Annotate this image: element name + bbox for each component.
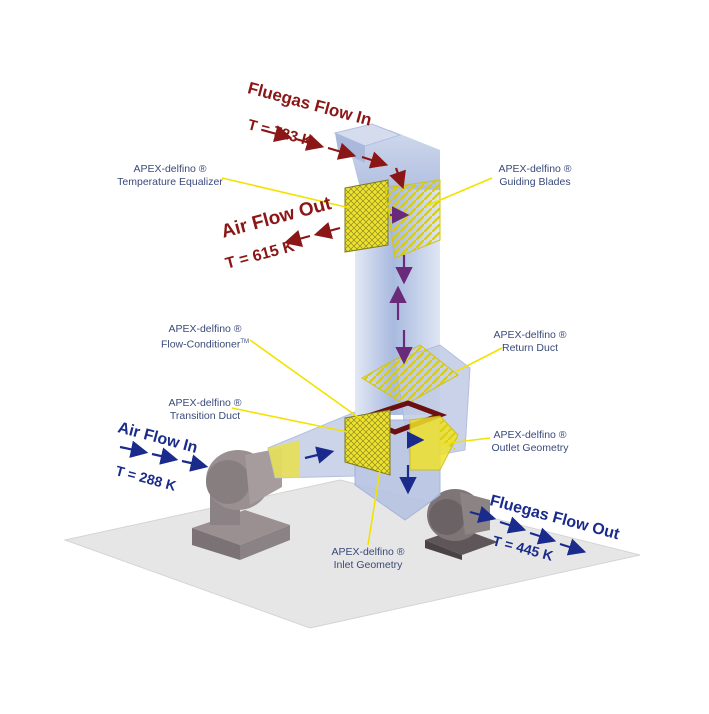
air-in-arrows bbox=[119, 440, 335, 472]
label-temperature-equalizer: APEX-delfino ® Temperature Equalizer bbox=[105, 163, 235, 189]
air-out-arrows bbox=[283, 222, 341, 248]
label-transition-duct: APEX-delfino ® Transition Duct bbox=[150, 397, 260, 423]
label-inlet-geometry: APEX-delfino ® Inlet Geometry bbox=[313, 546, 423, 572]
guiding-blades bbox=[384, 179, 441, 259]
label-inlet-geometry-line1: APEX-delfino ® bbox=[331, 546, 405, 558]
outlet-fan bbox=[425, 489, 498, 560]
label-outlet-geometry-line2: Outlet Geometry bbox=[491, 442, 569, 454]
label-return-duct-line1: APEX-delfino ® bbox=[493, 329, 567, 341]
label-temperature-equalizer-line2: Temperature Equalizer bbox=[117, 176, 223, 188]
label-flow-conditioner-line2: Flow-Conditioner bbox=[160, 338, 241, 351]
fluegas-in-arrows bbox=[261, 125, 406, 190]
label-return-duct-line2: Return Duct bbox=[501, 342, 559, 354]
label-return-duct: APEX-delfino ® Return Duct bbox=[475, 329, 585, 355]
label-transition-duct-line1: APEX-delfino ® bbox=[168, 397, 242, 409]
temperature-equalizer bbox=[344, 179, 389, 253]
label-flow-conditioner-line1: APEX-delfino ® bbox=[168, 323, 242, 335]
duct-down-arrows bbox=[389, 206, 413, 365]
label-flow-conditioner: APEX-delfino ® Flow-ConditionerTM bbox=[150, 323, 260, 352]
label-flow-conditioner-sup: TM bbox=[240, 339, 250, 345]
label-inlet-geometry-line2: Inlet Geometry bbox=[333, 559, 403, 571]
inlet-geometry bbox=[344, 409, 391, 476]
label-transition-duct-line2: Transition Duct bbox=[169, 410, 241, 422]
inlet-fan bbox=[192, 448, 290, 560]
label-guiding-blades-line1: APEX-delfino ® bbox=[498, 163, 572, 175]
label-outlet-geometry-line1: APEX-delfino ® bbox=[493, 429, 567, 441]
fluegas-out-arrows bbox=[399, 431, 587, 556]
label-temperature-equalizer-line1: APEX-delfino ® bbox=[133, 163, 207, 175]
label-guiding-blades-line2: Guiding Blades bbox=[499, 176, 571, 188]
label-outlet-geometry: APEX-delfino ® Outlet Geometry bbox=[475, 429, 585, 455]
label-guiding-blades: APEX-delfino ® Guiding Blades bbox=[480, 163, 590, 189]
callout-lines bbox=[221, 177, 503, 546]
